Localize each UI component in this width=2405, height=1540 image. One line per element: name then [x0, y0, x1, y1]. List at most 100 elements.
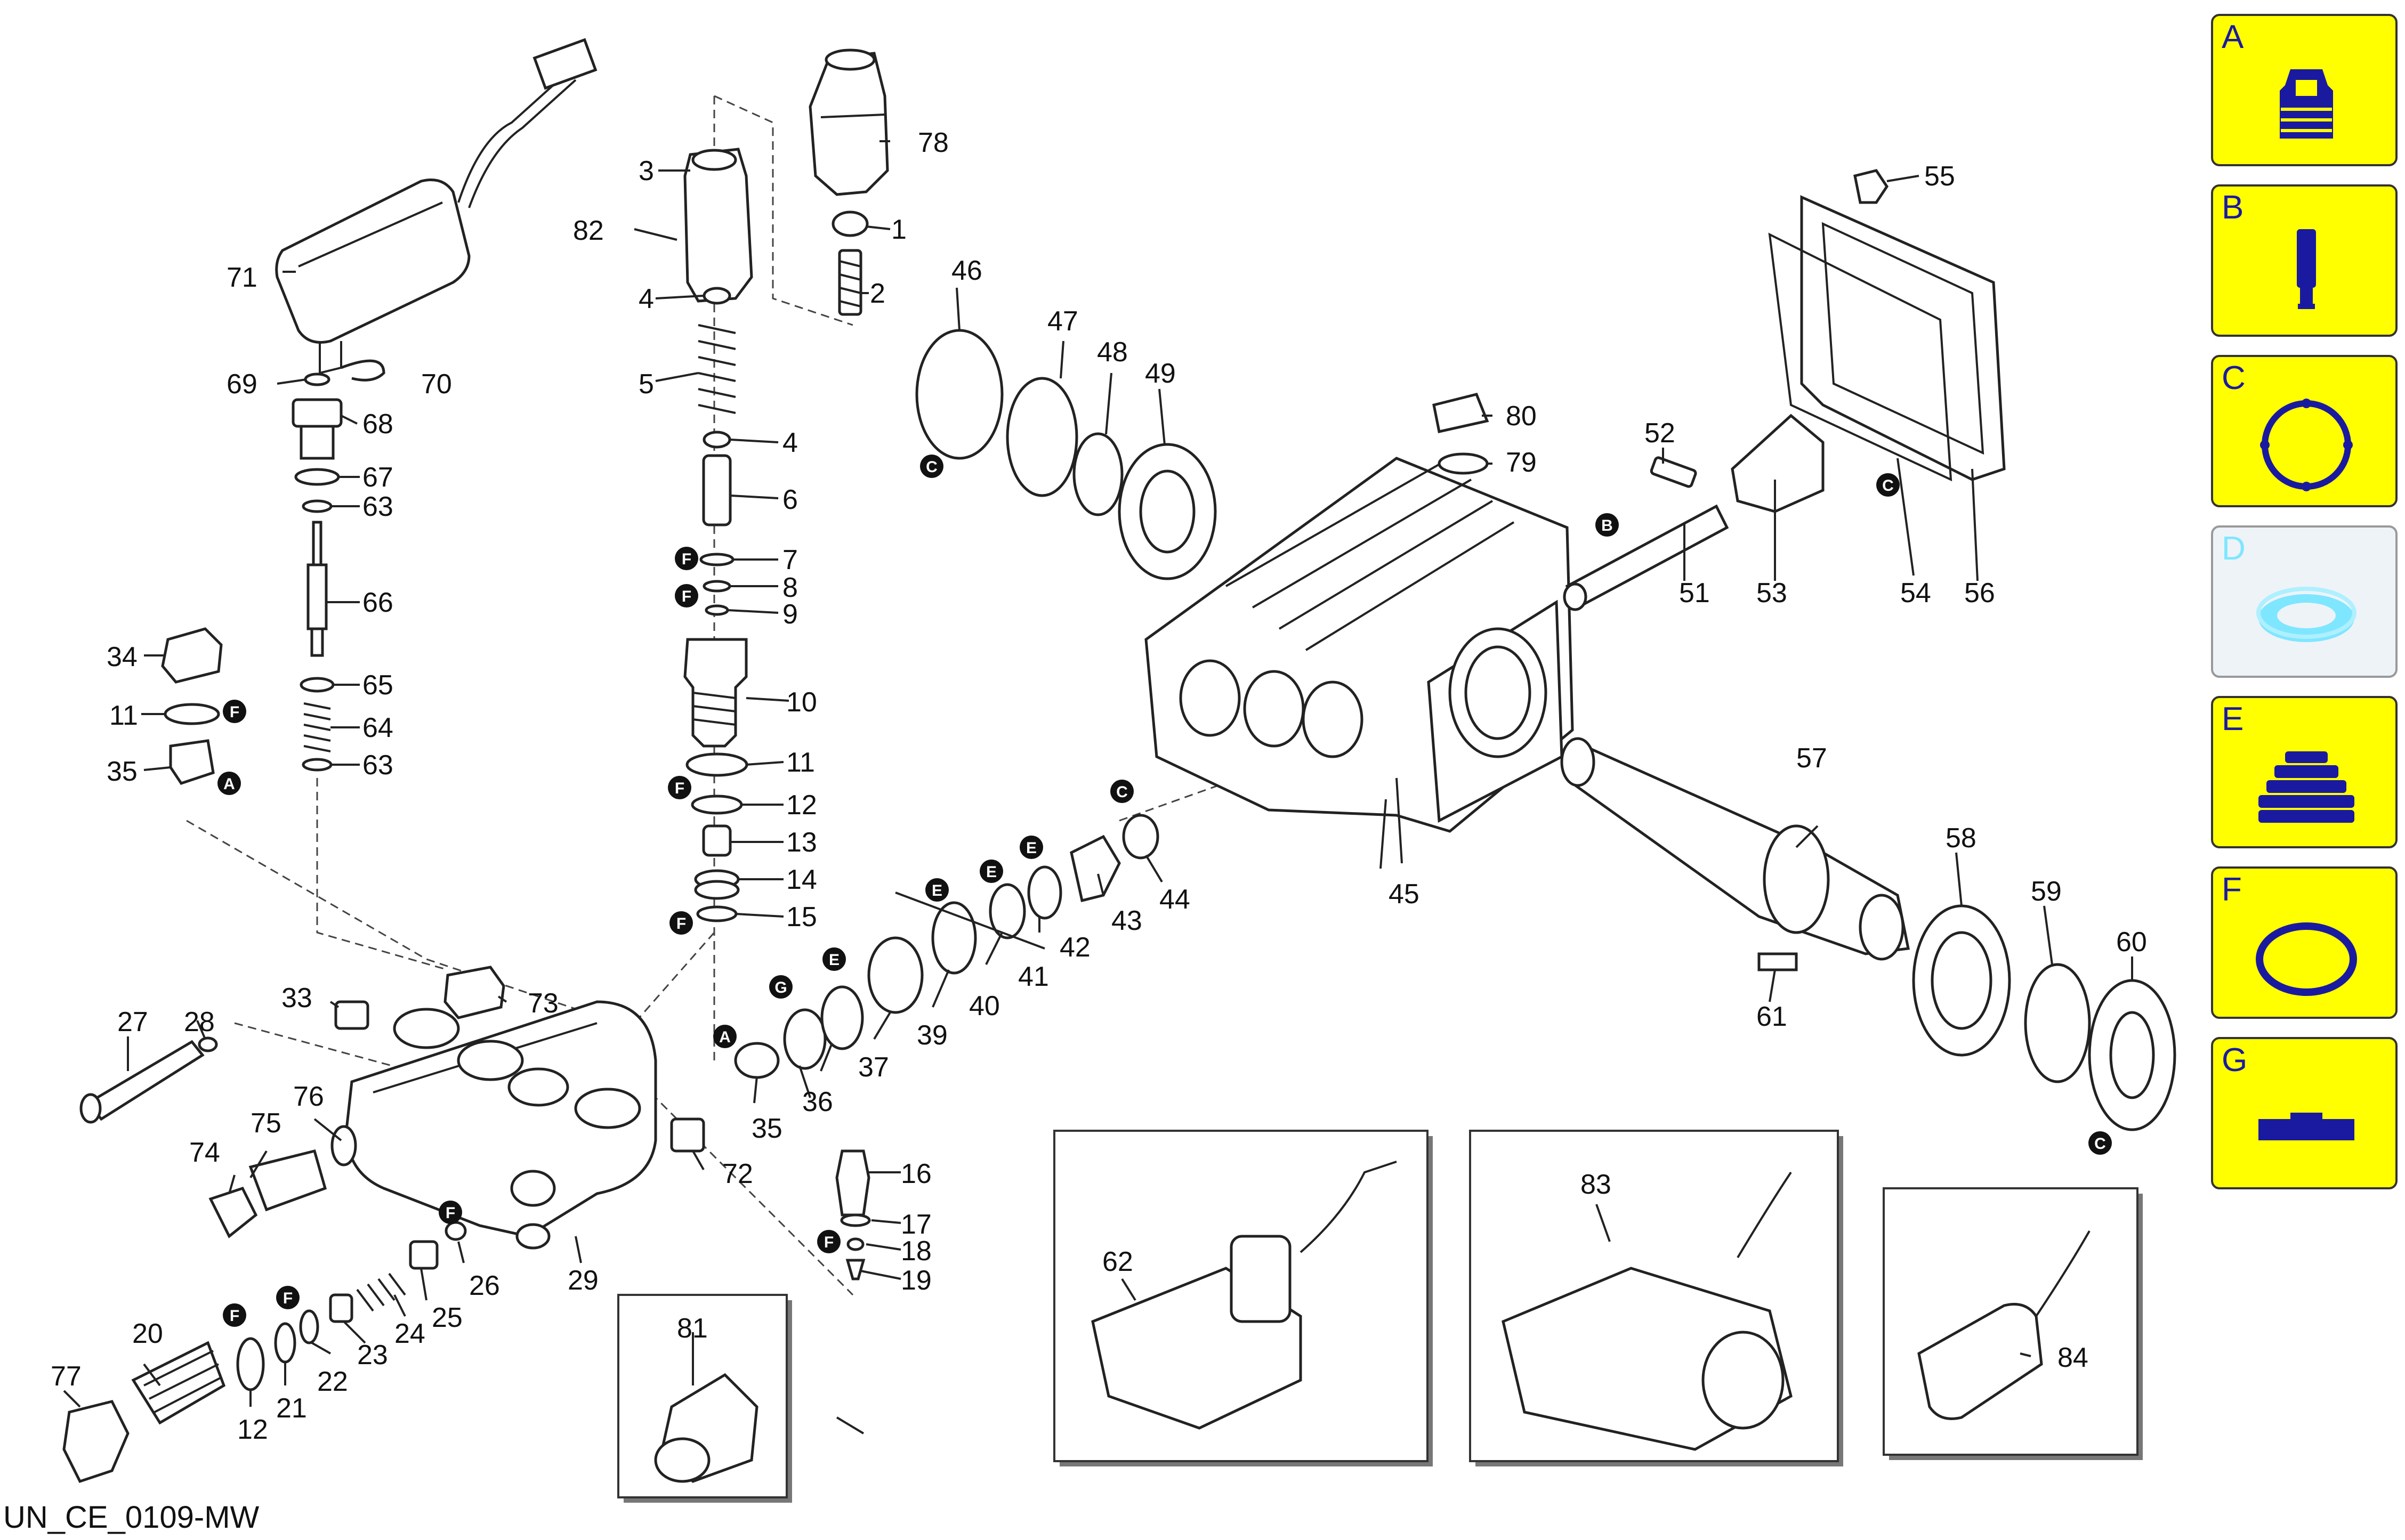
marker-C-4: C [2088, 1131, 2112, 1155]
svg-text:F: F [675, 780, 684, 797]
label-64: 64 [362, 712, 393, 743]
label-18: 18 [901, 1236, 932, 1267]
label-37: 37 [858, 1052, 889, 1083]
seal-ring-icon [2256, 587, 2356, 642]
inlet-fitting-group [208, 1117, 705, 1238]
label-55: 55 [1924, 161, 1955, 192]
svg-text:F: F [676, 915, 686, 933]
label-28: 28 [184, 1007, 215, 1038]
label-68: 68 [362, 409, 393, 440]
label-83: 83 [1580, 1169, 1611, 1200]
label-79: 79 [1506, 447, 1537, 478]
label-17: 17 [901, 1209, 932, 1240]
label-2: 2 [870, 278, 885, 309]
label-39: 39 [917, 1020, 948, 1051]
svg-text:A: A [719, 1028, 731, 1046]
drain-fitting-group [835, 1149, 871, 1280]
label-69: 69 [227, 369, 257, 400]
marker-C-2: C [1876, 473, 1900, 497]
marker-A-2: A [713, 1025, 737, 1048]
label-71: 71 [227, 262, 257, 293]
inset-box-81 [617, 1294, 792, 1503]
sidebar-item-g[interactable]: G [2211, 1037, 2398, 1189]
marker-G-1: G [769, 975, 793, 999]
inset-box-62 [1053, 1130, 1433, 1466]
shaft-51-group [1563, 414, 1825, 611]
pin-icon [2297, 229, 2316, 309]
label-14: 14 [786, 864, 817, 895]
sidebar-item-letter: A [2222, 19, 2244, 55]
marker-F-9: F [223, 1303, 246, 1327]
label-59: 59 [2031, 876, 2062, 907]
label-75: 75 [251, 1108, 281, 1139]
sidebar-item-letter: F [2222, 871, 2242, 908]
label-63b: 63 [362, 750, 393, 781]
svg-text:G: G [774, 979, 787, 996]
label-13: 13 [786, 827, 817, 858]
label-34: 34 [107, 642, 138, 672]
svg-text:C: C [1882, 477, 1894, 495]
sidebar-item-d[interactable]: D [2211, 525, 2398, 678]
label-63a: 63 [362, 491, 393, 522]
sidebar-item-letter: G [2222, 1042, 2248, 1079]
svg-text:F: F [682, 588, 691, 605]
pressure-switch-assembly [275, 38, 598, 772]
valve-cap-icon [2280, 69, 2333, 139]
label-10: 10 [786, 687, 817, 718]
svg-text:F: F [230, 703, 239, 721]
label-58: 58 [1946, 823, 1976, 854]
label-35b: 35 [752, 1113, 782, 1144]
label-6: 6 [782, 484, 798, 515]
packing-stack-icon [2258, 751, 2354, 823]
label-25: 25 [432, 1302, 463, 1333]
svg-text:E: E [1026, 839, 1037, 857]
key-icon [2258, 1113, 2354, 1140]
sidebar-item-b[interactable]: B [2211, 184, 2398, 337]
label-19: 19 [901, 1265, 932, 1296]
svg-text:A: A [223, 775, 235, 793]
label-46: 46 [951, 255, 982, 286]
label-80: 80 [1506, 401, 1537, 432]
marker-B-1: B [1595, 513, 1619, 537]
label-7: 7 [782, 545, 798, 576]
label-33: 33 [281, 983, 312, 1014]
label-26: 26 [469, 1270, 500, 1301]
bearing-group-left [915, 329, 1217, 580]
label-52: 52 [1644, 418, 1675, 449]
label-20: 20 [132, 1318, 163, 1349]
gasket-ring-icon [2260, 399, 2353, 491]
label-48: 48 [1097, 337, 1128, 368]
plug-34-group [161, 627, 223, 785]
sidebar-item-e[interactable]: E [2211, 696, 2398, 848]
label-45: 45 [1389, 879, 1419, 910]
sidebar-item-letter: B [2222, 189, 2244, 226]
crankshaft-57-group [1560, 737, 2176, 1131]
sidebar-item-f[interactable]: F [2211, 866, 2398, 1019]
label-22: 22 [317, 1366, 348, 1397]
label-47: 47 [1047, 306, 1078, 337]
sidebar-item-letter: E [2222, 701, 2244, 737]
label-4a: 4 [639, 283, 654, 314]
label-66: 66 [362, 587, 393, 618]
sidebar-item-c[interactable]: C [2211, 355, 2398, 507]
label-35a: 35 [107, 756, 138, 787]
inset-box-84 [1883, 1187, 2143, 1460]
label-3: 3 [639, 156, 654, 187]
label-61: 61 [1756, 1001, 1787, 1032]
svg-text:E: E [829, 951, 840, 969]
unloader-valve-column [634, 148, 753, 922]
label-56: 56 [1964, 578, 1995, 609]
label-51: 51 [1679, 578, 1710, 609]
sidebar-item-a[interactable]: A [2211, 14, 2398, 166]
label-21: 21 [276, 1393, 307, 1424]
svg-text:F: F [446, 1204, 455, 1222]
label-24: 24 [394, 1318, 425, 1349]
label-62: 62 [1102, 1246, 1133, 1277]
label-11a: 11 [786, 747, 815, 778]
label-60: 60 [2116, 927, 2147, 958]
label-4b: 4 [782, 427, 798, 458]
label-12b: 12 [237, 1414, 268, 1445]
label-49: 49 [1145, 358, 1176, 389]
marker-E-4: E [822, 947, 846, 971]
